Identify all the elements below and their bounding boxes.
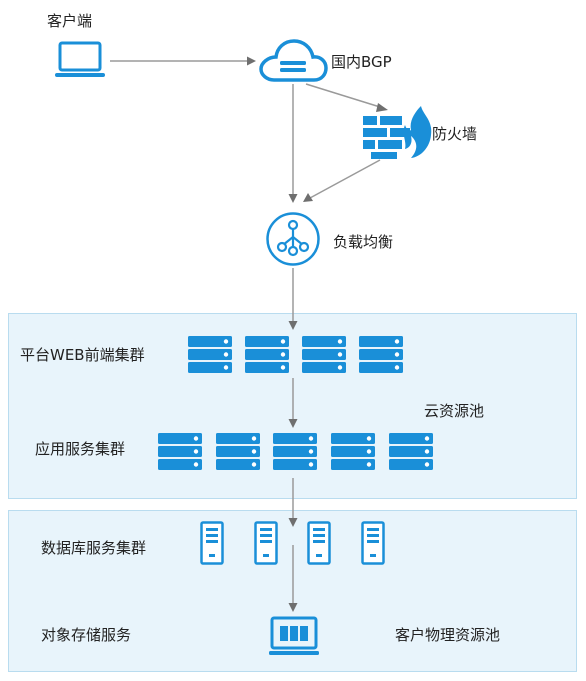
bgp-label: 国内BGP <box>331 53 392 71</box>
tower-server-icon <box>361 521 385 565</box>
laptop-icon <box>55 41 105 77</box>
arrowhead <box>288 518 298 527</box>
tower-server-icon <box>307 521 331 565</box>
server-rack-icon <box>158 433 202 470</box>
tower-server-icon <box>254 521 278 565</box>
server-rack-icon <box>188 336 232 373</box>
storage-icon <box>269 616 319 655</box>
server-rack-icon <box>389 433 433 470</box>
server-rack-icon <box>273 433 317 470</box>
tower-server-icon <box>200 521 224 565</box>
arrowhead <box>288 321 298 330</box>
firewall-icon <box>363 106 432 159</box>
object-storage-label: 对象存储服务 <box>41 626 132 644</box>
server-rack-icon <box>216 433 260 470</box>
server-rack-icon <box>359 336 403 373</box>
server-rack-icon <box>331 433 375 470</box>
arrowhead <box>288 419 298 428</box>
arrowhead <box>376 103 388 112</box>
lb-label: 负载均衡 <box>333 233 394 251</box>
arrowhead <box>288 194 298 203</box>
edge-bgp-firewall <box>305 83 381 108</box>
app-cluster-label: 应用服务集群 <box>35 440 126 458</box>
db-cluster-label: 数据库服务集群 <box>41 539 147 557</box>
server-rack-icon <box>302 336 346 373</box>
arrowhead <box>288 603 298 612</box>
arrowhead <box>303 193 313 202</box>
web-cluster-label: 平台WEB前端集群 <box>20 346 145 364</box>
firewall-label: 防火墙 <box>432 125 478 143</box>
physical-pool-label: 客户物理资源池 <box>395 626 501 644</box>
server-rack-icon <box>245 336 289 373</box>
edge-firewall-lb <box>309 159 381 199</box>
arrowhead <box>247 56 256 66</box>
cloud-pool-label: 云资源池 <box>424 402 485 420</box>
cloud-icon <box>259 39 328 82</box>
client-label: 客户端 <box>47 12 93 30</box>
load-balancer-icon <box>266 212 320 266</box>
